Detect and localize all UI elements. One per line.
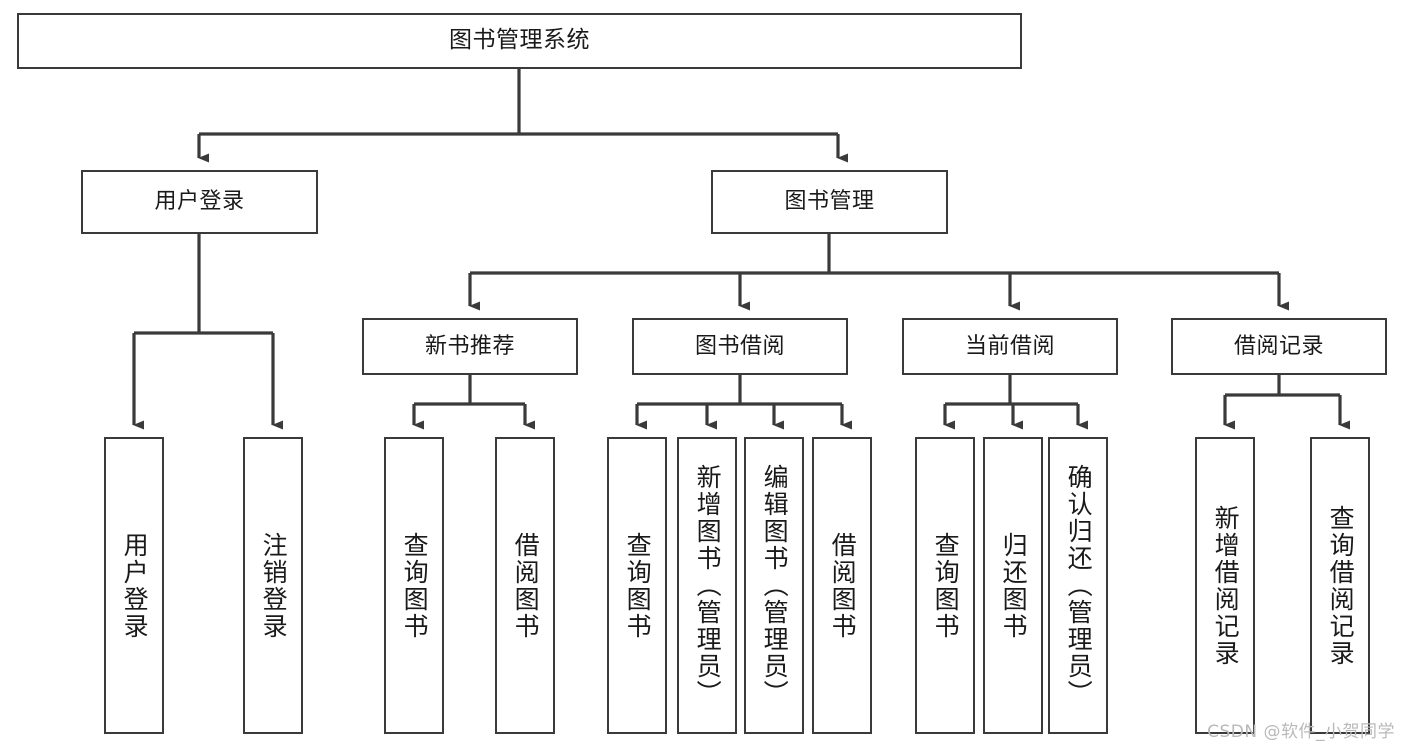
node-leaf-confirm-return-label: 确认归还（管理员） [1064,464,1094,707]
node-current-borrow[interactable]: 当前借阅 [902,318,1118,375]
node-new-book-recommend-label: 新书推荐 [424,333,515,359]
node-book-management[interactable]: 图书管理 [711,170,948,234]
node-leaf-logout-login-label: 注销登录 [259,531,289,640]
node-root[interactable]: 图书管理系统 [17,13,1022,69]
node-leaf-query-book-2[interactable]: 查询图书 [607,437,667,734]
node-leaf-query-book-1[interactable]: 查询图书 [384,437,444,734]
node-leaf-edit-book[interactable]: 编辑图书（管理员） [744,437,804,734]
node-leaf-query-record-label: 查询借阅记录 [1326,504,1356,667]
node-leaf-confirm-return[interactable]: 确认归还（管理员） [1048,437,1108,734]
node-borrow-record-label: 借阅记录 [1233,333,1324,359]
node-user-login-label: 用户登录 [154,189,245,215]
node-leaf-return-book-label: 归还图书 [999,531,1029,640]
node-leaf-borrow-book-1-label: 借阅图书 [511,531,541,640]
node-leaf-query-book-2-label: 查询图书 [623,531,653,640]
node-leaf-add-record[interactable]: 新增借阅记录 [1195,437,1255,734]
node-leaf-borrow-book-1[interactable]: 借阅图书 [495,437,555,734]
node-leaf-query-book-3[interactable]: 查询图书 [915,437,975,734]
csdn-watermark: CSDN @软件_小贺同学 [1207,722,1395,742]
node-leaf-user-login-label: 用户登录 [120,531,150,640]
node-leaf-query-book-1-label: 查询图书 [400,531,430,640]
node-leaf-add-book[interactable]: 新增图书（管理员） [677,437,737,734]
node-leaf-edit-book-label: 编辑图书（管理员） [760,464,790,707]
node-book-borrow[interactable]: 图书借阅 [632,318,848,375]
node-leaf-add-record-label: 新增借阅记录 [1211,504,1241,667]
node-leaf-query-book-3-label: 查询图书 [931,531,961,640]
node-leaf-query-record[interactable]: 查询借阅记录 [1310,437,1370,734]
node-borrow-record[interactable]: 借阅记录 [1171,318,1387,375]
node-leaf-add-book-label: 新增图书（管理员） [693,464,723,707]
node-current-borrow-label: 当前借阅 [964,333,1055,359]
node-leaf-borrow-book-2[interactable]: 借阅图书 [812,437,872,734]
node-new-book-recommend[interactable]: 新书推荐 [362,318,578,375]
node-leaf-user-login[interactable]: 用户登录 [104,437,164,734]
node-leaf-logout-login[interactable]: 注销登录 [243,437,303,734]
node-leaf-borrow-book-2-label: 借阅图书 [828,531,858,640]
node-root-label: 图书管理系统 [449,27,590,54]
node-user-login[interactable]: 用户登录 [81,170,318,234]
node-book-borrow-label: 图书借阅 [694,333,785,359]
node-leaf-return-book[interactable]: 归还图书 [983,437,1043,734]
node-book-management-label: 图书管理 [784,189,875,215]
